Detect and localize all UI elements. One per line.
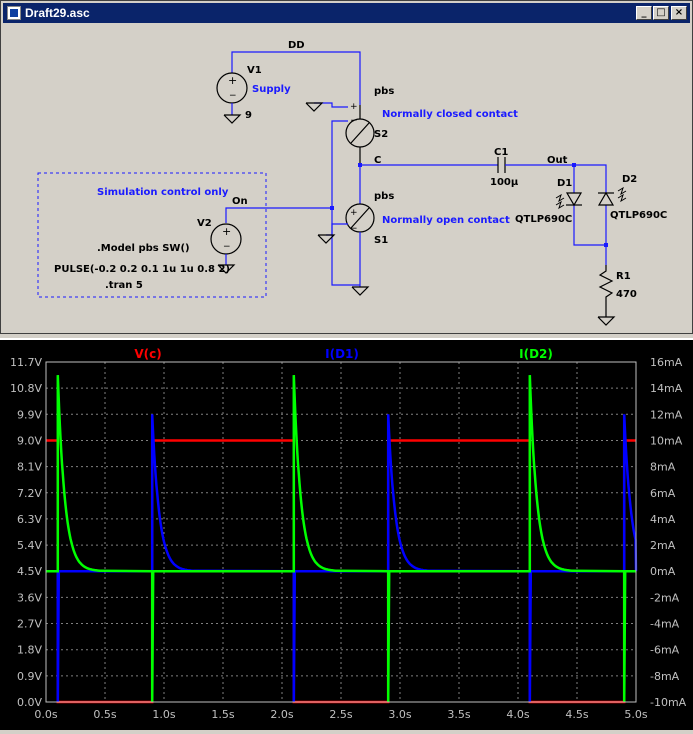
d2-diode[interactable]: [597, 191, 615, 206]
close-button[interactable]: ×: [671, 6, 687, 20]
right-tick-label: 8mA: [650, 461, 676, 474]
left-tick-label: 9.0V: [17, 434, 42, 447]
d1-ref: D1: [557, 178, 572, 189]
ground-icon: [217, 264, 236, 274]
ground-icon: [351, 286, 370, 296]
c1-ref: C1: [494, 147, 508, 158]
waveform-plot[interactable]: 11.7V 10.8V 9.9V 9.0V 8.1V 7.2V 6.3V 5.4V 4.5V 3.…: [0, 340, 693, 730]
svg-text:+: +: [350, 102, 358, 112]
left-tick-label: 8.1V: [17, 461, 42, 474]
right-tick-label: -4mA: [650, 618, 680, 631]
svg-text:+: +: [350, 208, 358, 218]
trace-id2[interactable]: [46, 375, 636, 703]
plot-frame: [45, 361, 637, 703]
x-tick-label: 2.0s: [270, 708, 293, 721]
right-tick-label: 10mA: [650, 434, 683, 447]
left-tick-label: 11.7V: [10, 356, 42, 369]
v2-ref: V2: [197, 218, 212, 229]
left-tick-label: 4.5V: [17, 565, 42, 578]
legend-vc[interactable]: V(c): [134, 347, 161, 361]
net-label-out: Out: [547, 155, 568, 166]
d1-diode[interactable]: [565, 192, 583, 207]
title-bar[interactable]: Draft29.asc _ □ ×: [3, 3, 690, 23]
r1-value: 470: [616, 289, 637, 300]
left-tick-label: 0.0V: [17, 696, 42, 709]
maximize-button[interactable]: □: [653, 6, 669, 20]
x-tick-label: 5.0s: [624, 708, 647, 721]
right-tick-label: 14mA: [650, 382, 683, 395]
svg-text:−: −: [229, 91, 237, 101]
right-tick-label: 4mA: [650, 513, 676, 526]
d2-ref: D2: [622, 174, 637, 185]
schematic-canvas[interactable]: + − + − + − + −: [4, 25, 690, 331]
right-tick-label: -6mA: [650, 644, 680, 657]
net-label-c: C: [374, 155, 381, 166]
x-tick-label: 4.0s: [506, 708, 529, 721]
ground-icon: [305, 102, 324, 112]
v1-value: 9: [245, 110, 252, 121]
right-tick-label: -8mA: [650, 670, 680, 683]
d2-model: QTLP690C: [610, 210, 667, 221]
minimize-button[interactable]: _: [636, 6, 652, 20]
pulse-directive: PULSE(-0.2 0.2 0.1 1u 1u 0.8 2): [54, 264, 230, 275]
x-tick-label: 0.0s: [34, 708, 57, 721]
x-tick-label: 1.5s: [211, 708, 234, 721]
left-tick-label: 9.9V: [17, 408, 42, 421]
right-tick-label: -10mA: [650, 696, 687, 709]
c1-value: 100µ: [490, 177, 519, 188]
right-tick-label: 12mA: [650, 408, 683, 421]
svg-text:+: +: [228, 74, 237, 87]
window-title: Draft29.asc: [25, 6, 90, 20]
legend-id1[interactable]: I(D1): [325, 347, 359, 361]
right-tick-label: 6mA: [650, 487, 676, 500]
ground-icon: [223, 114, 242, 124]
left-tick-label: 0.9V: [17, 670, 42, 683]
s2-desc: Normally closed contact: [382, 109, 518, 120]
ground-icon: [317, 234, 336, 244]
left-tick-label: 7.2V: [17, 487, 42, 500]
v1-label: Supply: [252, 84, 291, 95]
svg-text:−: −: [223, 242, 231, 252]
simulation-control-box: [37, 172, 267, 298]
ground-icon: [597, 316, 616, 326]
schematic-icon: [7, 6, 21, 20]
v1-ref: V1: [247, 65, 262, 76]
x-tick-label: 0.5s: [93, 708, 116, 721]
x-tick-label: 2.5s: [329, 708, 352, 721]
r1-ref: R1: [616, 271, 631, 282]
d1-model: QTLP690C: [515, 214, 572, 225]
left-tick-label: 2.7V: [17, 618, 42, 631]
s1-ref: S1: [374, 235, 388, 246]
schematic-window: Draft29.asc _ □ ×: [0, 0, 693, 334]
s1-desc: Normally open contact: [382, 215, 510, 226]
s1-model: pbs: [374, 191, 394, 202]
right-tick-label: -2mA: [650, 591, 680, 604]
tran-directive: .tran 5: [105, 280, 143, 291]
net-label-dd: DD: [288, 40, 305, 51]
x-tick-label: 3.5s: [447, 708, 470, 721]
svg-text:+: +: [222, 225, 231, 238]
s2-ref: S2: [374, 129, 388, 140]
wire-dd: [231, 51, 361, 105]
right-tick-label: 16mA: [650, 356, 683, 369]
left-tick-label: 1.8V: [17, 644, 42, 657]
model-directive: .Model pbs SW(): [97, 243, 190, 254]
x-tick-label: 1.0s: [152, 708, 175, 721]
left-tick-label: 5.4V: [17, 539, 42, 552]
left-tick-label: 10.8V: [10, 382, 42, 395]
svg-text:−: −: [350, 224, 358, 234]
net-label-on: On: [232, 196, 248, 207]
legend-id2[interactable]: I(D2): [519, 347, 553, 361]
s2-model: pbs: [374, 86, 394, 97]
left-tick-label: 6.3V: [17, 513, 42, 526]
waveform-window[interactable]: 11.7V 10.8V 9.9V 9.0V 8.1V 7.2V 6.3V 5.4V 4.5V 3.…: [0, 338, 693, 730]
x-tick-label: 4.5s: [565, 708, 588, 721]
left-tick-label: 3.6V: [17, 591, 42, 604]
svg-text:−: −: [350, 116, 358, 126]
sim-box-title: Simulation control only: [97, 187, 229, 198]
right-tick-label: 0mA: [650, 565, 676, 578]
x-tick-label: 3.0s: [388, 708, 411, 721]
right-tick-label: 2mA: [650, 539, 676, 552]
